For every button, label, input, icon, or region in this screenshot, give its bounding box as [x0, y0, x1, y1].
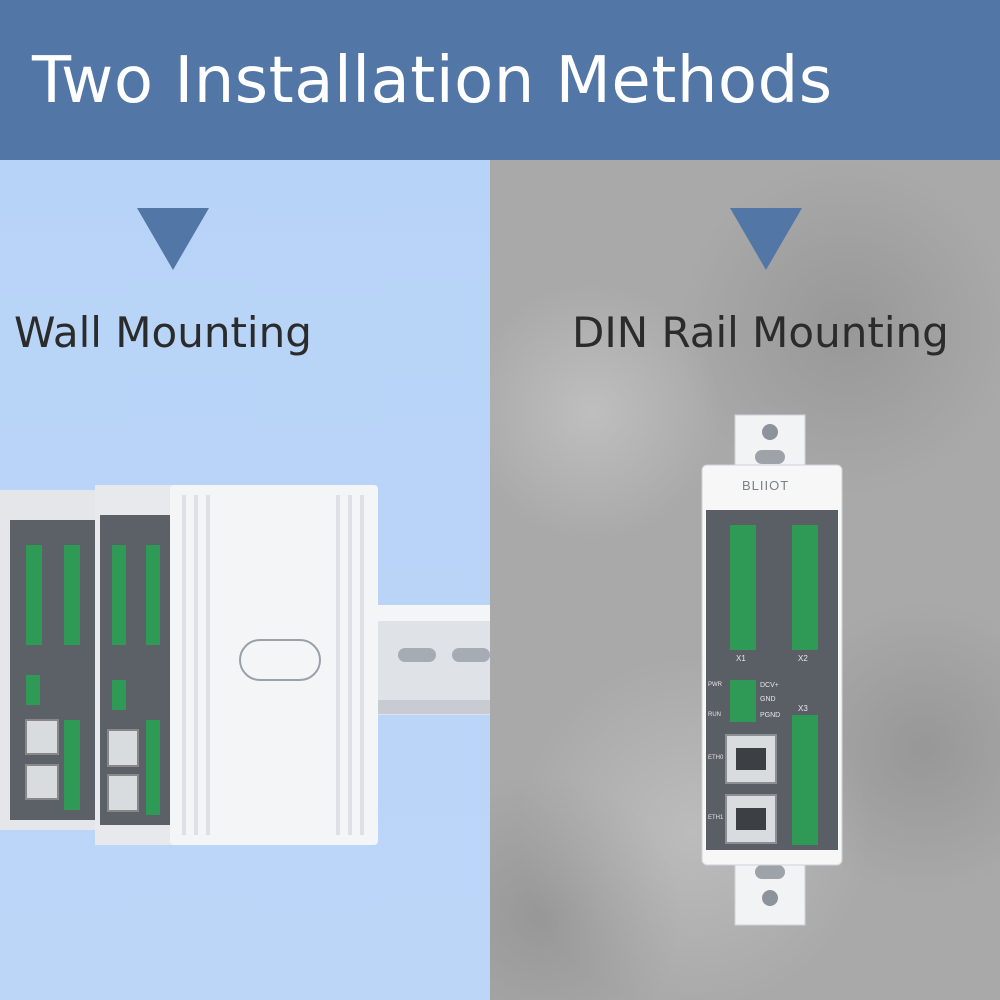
connector-label-run: RUN	[708, 712, 721, 718]
bottom-bracket	[734, 854, 806, 926]
wall-mount-device-illustration	[0, 485, 490, 845]
din-rail-device-illustration	[701, 414, 843, 926]
device-body	[701, 464, 843, 866]
front-module	[95, 485, 180, 845]
connector-label-eth1: ETH1	[708, 815, 724, 821]
triangle-down-icon	[137, 208, 209, 270]
side-housing	[170, 485, 378, 845]
triangle-down-icon	[730, 208, 802, 270]
connector-label-x1: X1	[736, 654, 746, 663]
connector-label-dcv: DCV+	[760, 682, 779, 689]
connector-label-eth0: ETH0	[708, 755, 724, 761]
connector-label-gnd: GND	[760, 696, 776, 703]
wall-mounting-panel: Wall Mounting	[0, 160, 490, 1000]
connector-label-x2: X2	[798, 654, 808, 663]
connector-label-pgnd: PGND	[760, 712, 781, 719]
header-banner: Two Installation Methods	[0, 0, 1000, 160]
din-rail-mounting-label: DIN Rail Mounting	[572, 308, 949, 357]
page-title: Two Installation Methods	[32, 44, 833, 118]
connector-label-x3: X3	[798, 704, 808, 713]
din-rail	[360, 605, 490, 715]
wall-mounting-label: Wall Mounting	[14, 308, 312, 357]
connector-label-pwr: PWR	[708, 682, 722, 688]
back-module	[0, 490, 95, 830]
device-logo: BLIIOT	[742, 478, 790, 493]
din-rail-mounting-panel: DIN Rail Mounting	[490, 160, 1000, 1000]
